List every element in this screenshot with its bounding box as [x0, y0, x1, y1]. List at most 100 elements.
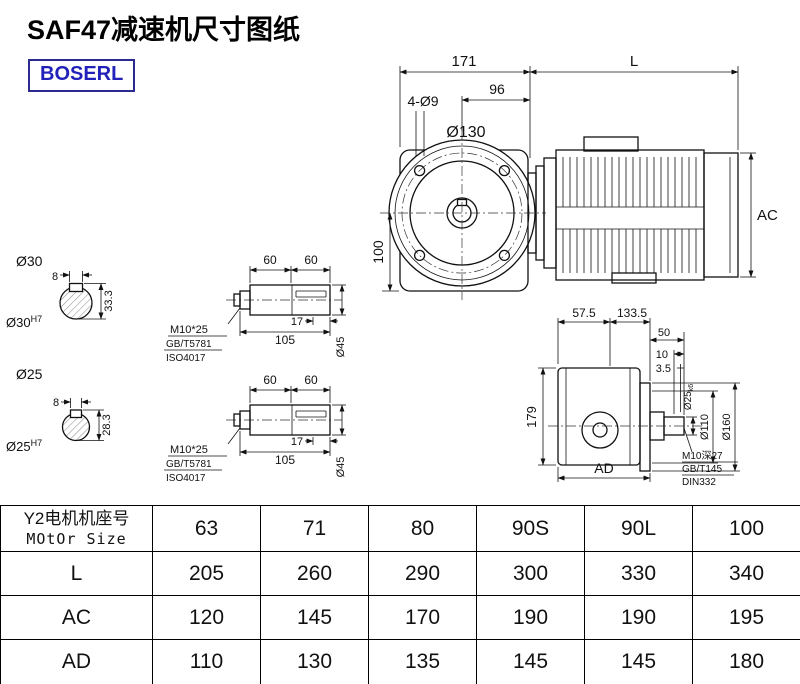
bolt-hole — [413, 164, 426, 177]
technical-drawing: 171 L 96 4-Ø9 Ø130 100 AC Ø30 8 — [6, 53, 778, 488]
dim-100-label: 100 — [370, 240, 386, 264]
bolt-hole — [413, 249, 426, 262]
bolt-note-line3: ISO4017 — [166, 473, 206, 484]
value-cell: 110 — [152, 639, 261, 684]
motor-size-header-cell: Y2电机机座号 MOtOr Size — [0, 505, 153, 552]
row-label-AC: AC — [0, 595, 153, 640]
table-row-motor-sizes: Y2电机机座号 MOtOr Size 63 71 80 90S 90L 100 — [0, 505, 800, 552]
dim-50-label: 50 — [658, 327, 670, 339]
dim-60-label: 60 — [304, 373, 318, 387]
table-row-AD: AD 110 130 135 145 145 180 — [0, 639, 800, 684]
bolt-note-line1: M10*25 — [170, 444, 208, 456]
value-cell: 170 — [368, 595, 477, 640]
brand-logo-box: BOSERL — [28, 59, 136, 92]
value-cell: 145 — [260, 595, 369, 640]
value-cell: 260 — [260, 551, 369, 596]
keyway-height-label: 28.3 — [101, 414, 113, 435]
side-view-dimensions: 179 57.5 133.5 50 10 3.5 Ø25k6 Ø110 — [524, 306, 740, 488]
keyway-width-label: 8 — [52, 271, 58, 283]
dim-L-label: L — [630, 53, 638, 70]
shaft-detail-bottom: 60 60 17 105 Ø45 M10*25 GB/T5781 ISO4017 — [164, 373, 347, 484]
fit-tolerance: H7 — [31, 438, 43, 448]
bore-section-30: Ø30 8 33.3 Ø30H7 — [6, 253, 115, 330]
dim-96-label: 96 — [489, 81, 505, 97]
value-cell: 190 — [584, 595, 693, 640]
size-cell: 71 — [260, 505, 369, 552]
value-cell: 180 — [692, 639, 800, 684]
value-cell: 340 — [692, 551, 800, 596]
value-cell: 190 — [476, 595, 585, 640]
shaft-detail-top: 60 60 17 105 Ø45 M10*25 GB/T5781 ISO4017 — [164, 253, 347, 364]
page-title: SAF47减速机尺寸图纸 — [27, 15, 301, 45]
bore-25-fit-label: Ø25H7 — [6, 438, 42, 454]
value-cell: 145 — [476, 639, 585, 684]
dim-105-label: 105 — [275, 453, 295, 467]
dim-AD-label: AD — [594, 460, 613, 476]
bolt-hole — [498, 164, 511, 177]
dim-60-label: 60 — [263, 253, 277, 267]
dim-160-label: Ø160 — [721, 414, 733, 441]
keyway — [68, 282, 84, 293]
bore-30-title: Ø30 — [16, 253, 43, 269]
dim-bolt-holes-label: 4-Ø9 — [407, 93, 438, 109]
motor-foot — [611, 272, 657, 284]
dim-179-label: 179 — [524, 406, 539, 428]
tap-note-line2: GB/T145 — [682, 464, 722, 475]
dim-60-label: 60 — [304, 253, 318, 267]
fit-value: Ø25 — [6, 439, 31, 454]
bolt-note-line3: ISO4017 — [166, 353, 206, 364]
row-label-AD: AD — [0, 639, 153, 684]
side-view — [548, 367, 702, 472]
fan-cover — [703, 152, 739, 278]
tap-note-line3: DIN332 — [682, 477, 716, 488]
value-cell: 130 — [260, 639, 369, 684]
size-cell: 100 — [692, 505, 800, 552]
dim-171-label: 171 — [451, 53, 476, 70]
bolt-note-line2: GB/T5781 — [166, 459, 212, 470]
fit-value: Ø30 — [6, 315, 31, 330]
dim-flange-dia-label: Ø130 — [446, 124, 485, 141]
bore-30-fit-label: Ø30H7 — [6, 314, 42, 330]
table-row-AC: AC 120 145 170 190 190 195 — [0, 595, 800, 640]
size-cell: 90S — [476, 505, 585, 552]
size-cell: 63 — [152, 505, 261, 552]
dim-3-5-label: 3.5 — [656, 363, 671, 375]
motor-size-label-en: MOtOr Size — [26, 529, 127, 548]
dim-17-label: 17 — [291, 316, 303, 328]
keyway — [69, 409, 83, 419]
size-cell: 80 — [368, 505, 477, 552]
dim-110-label: Ø110 — [699, 414, 711, 440]
value-cell: 205 — [152, 551, 261, 596]
shaft-tolerance: k6 — [688, 384, 695, 392]
value-cell: 290 — [368, 551, 477, 596]
dim-57-5-label: 57.5 — [572, 306, 596, 320]
tap-note-line1: M10深27 — [682, 450, 723, 462]
value-cell: 195 — [692, 595, 800, 640]
bolt-hole — [498, 249, 511, 262]
brand-text: BOSERL — [40, 63, 124, 85]
motor-size-label-cn: Y2电机机座号 — [23, 509, 130, 529]
value-cell: 145 — [584, 639, 693, 684]
front-view-dimensions: 171 L 96 4-Ø9 Ø130 100 AC — [370, 53, 778, 292]
value-cell: 135 — [368, 639, 477, 684]
output-flange — [639, 382, 651, 472]
dim-17-label: 17 — [291, 436, 303, 448]
table-row-L: L 205 260 290 300 330 340 — [0, 551, 800, 596]
value-cell: 300 — [476, 551, 585, 596]
dim-shaft-25k6-label: Ø25k6 — [683, 384, 695, 410]
value-cell: 120 — [152, 595, 261, 640]
dim-10-label: 10 — [656, 349, 668, 361]
fit-tolerance: H7 — [31, 314, 43, 324]
keyway-height-label: 33.3 — [103, 290, 115, 311]
shaft-dia-value: Ø25 — [683, 391, 694, 410]
bolt-note-line2: GB/T5781 — [166, 339, 212, 350]
dim-dia-45-label: Ø45 — [335, 457, 347, 478]
value-cell: 330 — [584, 551, 693, 596]
motor — [555, 136, 739, 284]
motor-dimension-table: Y2电机机座号 MOtOr Size 63 71 80 90S 90L 100 … — [0, 505, 800, 684]
dim-dia-45-label: Ø45 — [335, 337, 347, 358]
bore-25-title: Ø25 — [16, 366, 43, 382]
dim-105-label: 105 — [275, 333, 295, 347]
front-view — [380, 130, 739, 300]
